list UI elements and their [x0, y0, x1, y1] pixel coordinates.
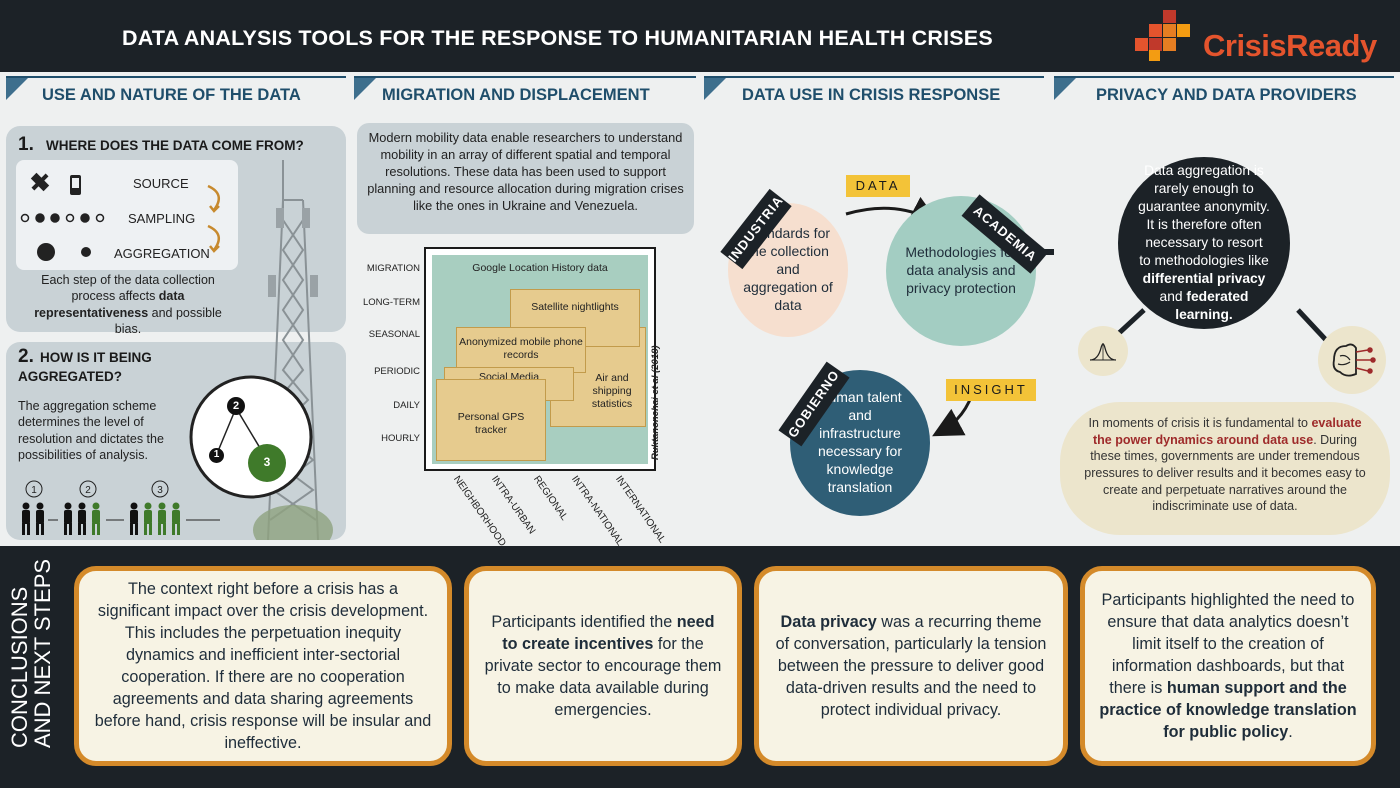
- aggregation-label: AGGREGATION: [114, 246, 210, 261]
- section-privacy-title: PRIVACY AND DATA PROVIDERS: [1054, 76, 1394, 106]
- svg-text:2: 2: [85, 485, 91, 496]
- header-bar: DATA ANALYSIS TOOLS FOR THE RESPONSE TO …: [0, 0, 1400, 72]
- x-label-international: INTERNATIONAL: [612, 474, 668, 546]
- google-location-label: Google Location History data: [472, 262, 608, 274]
- data-tag: DATA: [846, 175, 910, 197]
- tree-node-3: 3: [248, 444, 286, 482]
- logo-squares-icon: [1135, 10, 1190, 61]
- mobility-chart: Google Location History data Air and shi…: [424, 247, 656, 471]
- crisisready-logo: CrisisReady: [1135, 10, 1390, 66]
- q1-title: WHERE DOES THE DATA COME FROM?: [46, 138, 304, 153]
- box-gps-tracker: Personal GPS tracker: [436, 379, 546, 461]
- x-label-regional: REGIONAL: [530, 474, 570, 523]
- y-label-long-term: LONG-TERM: [363, 297, 420, 308]
- privacy-dark-circle: Data aggregation is rarely enough to gua…: [1118, 157, 1290, 329]
- cell-tower-icon: [253, 160, 333, 540]
- conclusion-card-2: Participants identified the need to crea…: [464, 566, 742, 766]
- y-label-seasonal: SEASONAL: [368, 329, 420, 340]
- page-title: DATA ANALYSIS TOOLS FOR THE RESPONSE TO …: [122, 26, 993, 50]
- y-label-hourly: HOURLY: [381, 433, 420, 444]
- y-label-daily: DAILY: [393, 400, 420, 411]
- q2-title-line2: AGGREGATED?: [18, 369, 122, 384]
- section-use-title: USE AND NATURE OF THE DATA: [6, 76, 346, 106]
- step-arrows-icon: [207, 184, 221, 253]
- section-migration-title: MIGRATION AND DISPLACEMENT: [354, 76, 696, 106]
- tree-node-2: 2: [227, 397, 245, 415]
- insight-tag: INSIGHT: [946, 379, 1036, 401]
- industry-circle: Standards for the collection and aggrega…: [728, 203, 848, 337]
- svg-text:1: 1: [31, 485, 37, 496]
- conclusion-card-1: The context right before a crisis has a …: [74, 566, 452, 766]
- conclusion-card-3: Data privacy was a recurring theme of co…: [754, 566, 1068, 766]
- chart-area: Google Location History data Air and shi…: [432, 255, 648, 464]
- box-mobile-records: Anonymized mobile phone records: [456, 327, 586, 373]
- distribution-icon: [1078, 326, 1128, 376]
- ai-brain-icon: [1318, 326, 1386, 394]
- satellite-phone-icon: [30, 172, 81, 195]
- power-dynamics-note: In moments of crisis it is fundamental t…: [1060, 402, 1390, 535]
- source-label: SOURCE: [133, 176, 189, 191]
- tree-node-1: 1: [209, 448, 224, 463]
- y-label-periodic: PERIODIC: [374, 366, 420, 377]
- q2-number: 2.: [18, 346, 34, 367]
- privacy-connectors: [1116, 308, 1328, 342]
- q1-text: Each step of the data collection process…: [34, 273, 222, 336]
- migration-intro: Modern mobility data enable researchers …: [357, 123, 694, 234]
- academia-circle: Methodologies for data analysis and priv…: [886, 196, 1036, 346]
- people-groups-icon: 1 2 3: [22, 480, 220, 535]
- sampling-label: SAMPLING: [128, 211, 196, 226]
- y-label-migration: MIGRATION: [366, 263, 420, 274]
- conclusion-card-4: Participants highlighted the need to ens…: [1080, 566, 1376, 766]
- q2-title-line1: HOW IS IT BEING: [40, 350, 152, 365]
- section-crisis-title: DATA USE IN CRISIS RESPONSE: [704, 76, 1044, 106]
- logo-text: CrisisReady: [1203, 28, 1377, 63]
- sampling-dots-icon: [20, 213, 105, 223]
- citation: Ruktanonchai et al (2018): [650, 345, 661, 460]
- q2-text: The aggregation scheme determines the le…: [18, 399, 164, 462]
- svg-text:3: 3: [157, 485, 163, 496]
- q1-number: 1.: [18, 134, 34, 155]
- aggregation-dots-icon: [37, 243, 91, 261]
